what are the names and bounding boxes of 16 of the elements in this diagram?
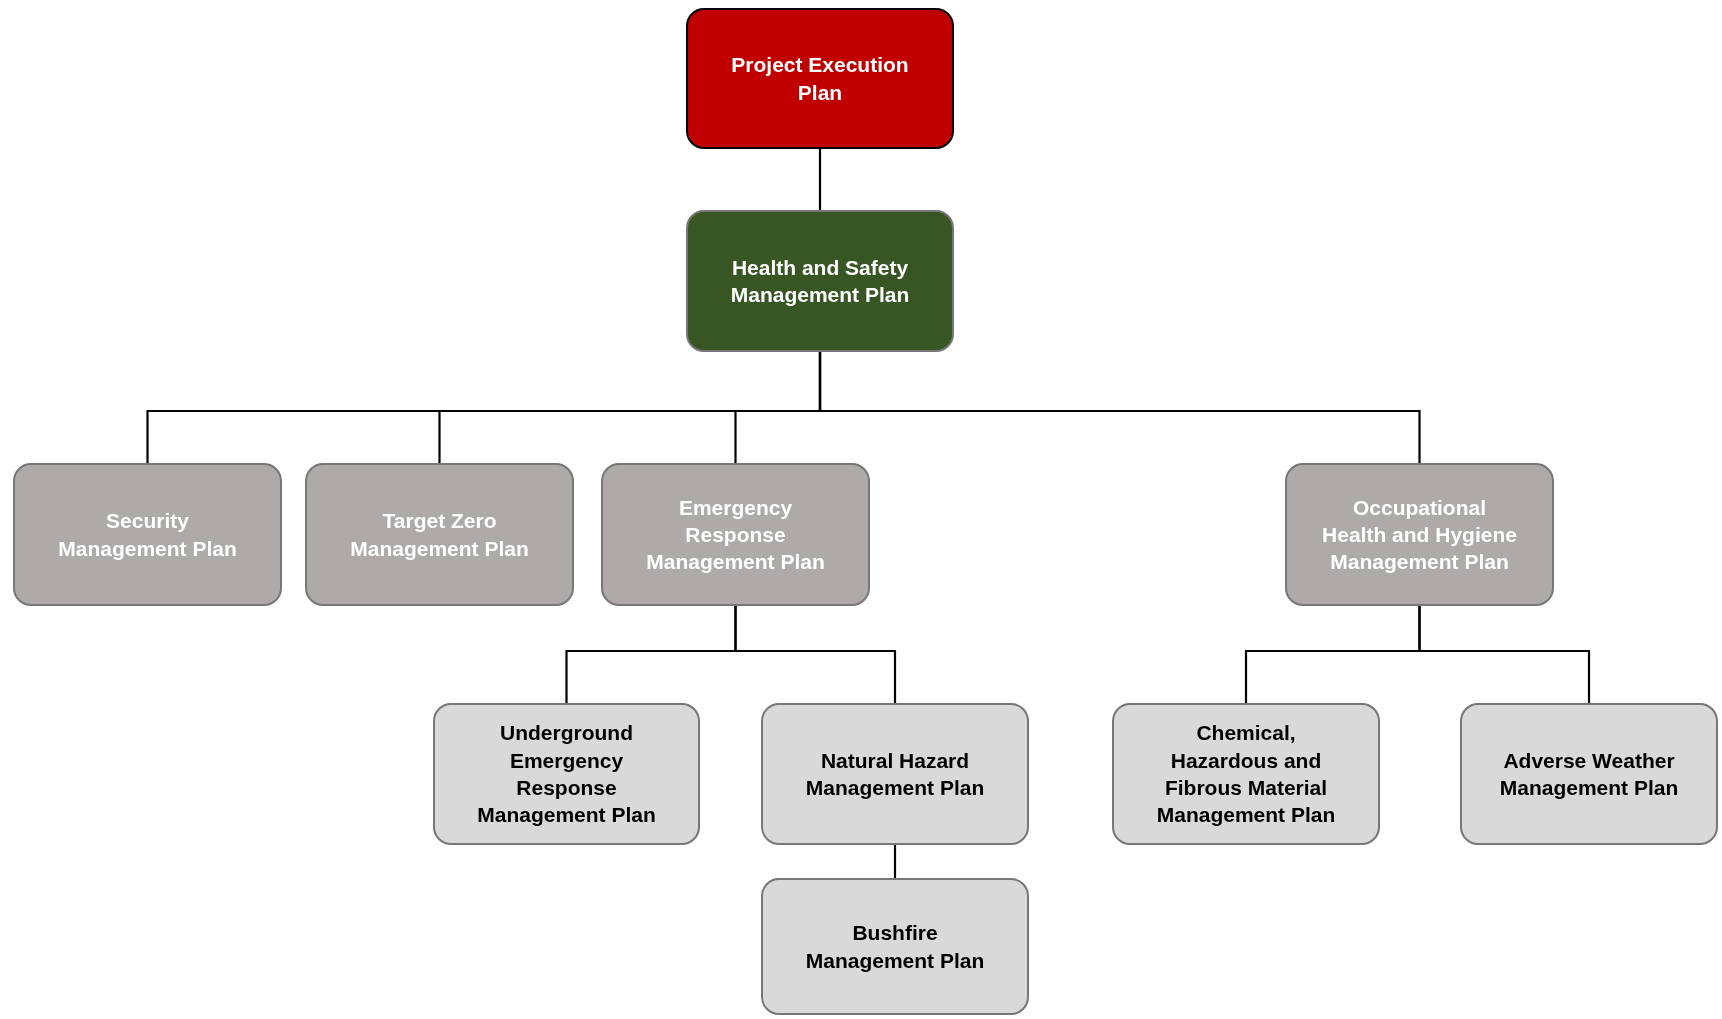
plan-box: Chemical, Hazardous and Fibrous Material Management Plan: [1112, 703, 1380, 845]
plan-box: Security Management Plan: [13, 463, 282, 606]
plan-box: Natural Hazard Management Plan: [761, 703, 1029, 845]
plan-box: Bushfire Management Plan: [761, 878, 1029, 1015]
plan-box: Emergency Response Management Plan: [601, 463, 870, 606]
connector-line: [734, 606, 897, 703]
connector-line: [893, 845, 897, 878]
connector-line: [818, 149, 822, 210]
plan-box: Target Zero Management Plan: [305, 463, 574, 606]
plan-box: Occupational Health and Hygiene Management Plan: [1285, 463, 1554, 606]
connector-line: [1418, 606, 1591, 703]
connector-line: [818, 352, 1421, 463]
plan-box: Health and Safety Management Plan: [686, 210, 954, 352]
plan-box: Project Execution Plan: [686, 8, 954, 149]
plan-box: Underground Emergency Response Management Plan: [433, 703, 700, 845]
plan-box: Adverse Weather Management Plan: [1460, 703, 1718, 845]
